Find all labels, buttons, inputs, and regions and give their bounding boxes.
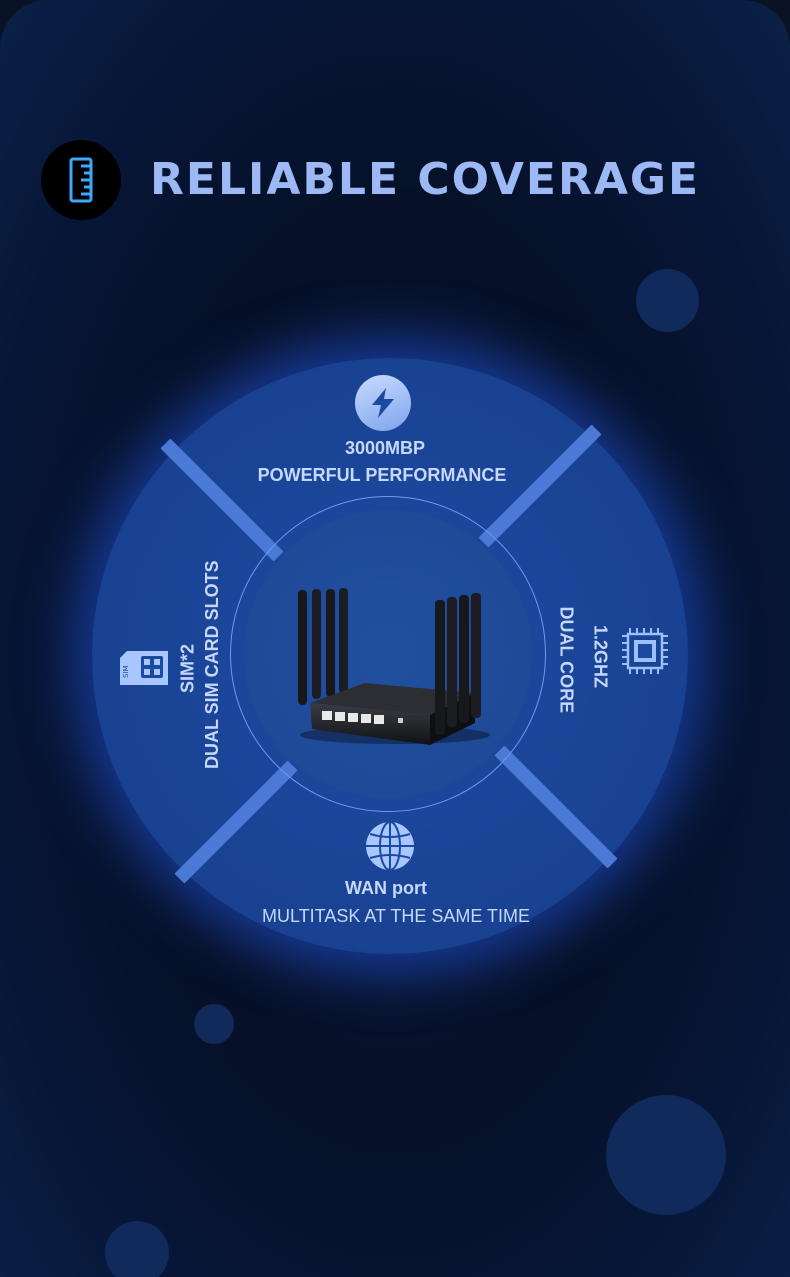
feature-top-line1: 3000MBP	[344, 438, 426, 458]
decor-bubble	[606, 1095, 726, 1215]
ruler-icon	[69, 157, 93, 203]
header-badge	[41, 140, 121, 220]
sim-icon-text: SIM	[122, 665, 130, 678]
globe-icon	[366, 821, 414, 871]
inner-disc	[244, 510, 532, 798]
page-title: RELIABLE COVERAGE	[150, 154, 701, 205]
decor-bubble	[105, 1221, 169, 1277]
feature-left-line2: DUAL SIM CARD SLOTS	[202, 560, 222, 769]
feature-bottom-line1: WAN port	[345, 878, 427, 898]
feature-top-line2: POWERFUL PERFORMANCE	[257, 465, 507, 485]
decor-bubble	[194, 1004, 234, 1044]
feature-right-line2: DUAL CORE	[556, 606, 577, 714]
feature-right-line1: 1.2GHZ	[590, 624, 611, 689]
lightning-icon	[355, 375, 411, 431]
decor-bubble	[636, 269, 699, 332]
cpu-chip-icon	[622, 628, 668, 674]
feature-left-line1: SIM*2	[177, 643, 198, 694]
router-image	[298, 588, 490, 745]
inner-ring	[230, 496, 546, 812]
feature-bottom-line2: MULTITASK AT THE SAME TIME	[262, 906, 531, 926]
sim-card-icon: SIM	[120, 651, 168, 685]
